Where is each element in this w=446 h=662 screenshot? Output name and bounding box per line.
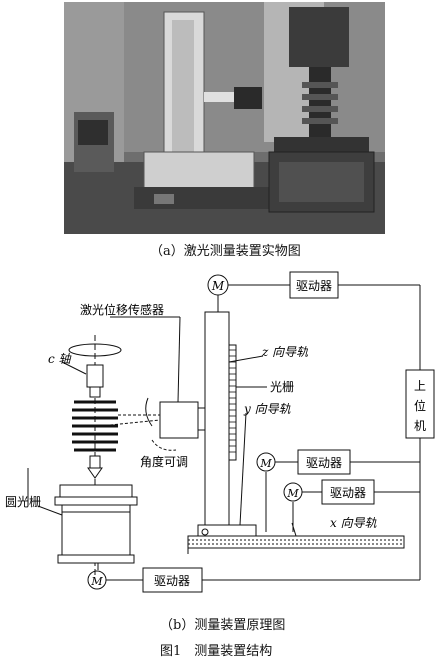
svg-text:M: M bbox=[90, 575, 103, 588]
host-computer-box: 上 位 机 bbox=[405, 369, 435, 439]
y-rail-carriage bbox=[197, 524, 257, 538]
label-circular-grating: 圆光栅 bbox=[5, 494, 41, 509]
svg-text:M: M bbox=[259, 457, 272, 470]
driver-box-top: 驱动器 bbox=[289, 271, 339, 299]
svg-text:机: 机 bbox=[414, 419, 426, 433]
label-z-rail: z 向导轨 bbox=[261, 345, 308, 359]
motor-top: M bbox=[207, 274, 229, 296]
svg-text:驱动器: 驱动器 bbox=[296, 279, 332, 293]
label-laser-sensor: 激光位移传感器 bbox=[80, 302, 164, 317]
label-c-axis: c 轴 bbox=[48, 352, 73, 366]
caption-b: （b）测量装置原理图 bbox=[160, 618, 286, 633]
grating-strip bbox=[228, 344, 237, 461]
driver-box-mid2: 驱动器 bbox=[321, 479, 375, 505]
motor-x: M bbox=[283, 482, 303, 502]
figure-caption: 图1 测量装置结构 bbox=[160, 644, 273, 659]
label-grating: 光栅 bbox=[270, 379, 294, 394]
caption-a: （a）激光测量装置实物图 bbox=[150, 244, 301, 259]
motor-y: M bbox=[256, 452, 276, 472]
label-angle-adjust: 角度可调 bbox=[140, 454, 188, 469]
svg-text:位: 位 bbox=[414, 398, 426, 413]
svg-text:驱动器: 驱动器 bbox=[154, 574, 190, 588]
driver-box-bottom: 驱动器 bbox=[142, 567, 203, 593]
motor-c: M bbox=[87, 570, 107, 590]
workpiece-assembly bbox=[54, 335, 138, 580]
svg-text:驱动器: 驱动器 bbox=[330, 486, 366, 500]
svg-text:M: M bbox=[211, 279, 225, 293]
apparatus-photo bbox=[64, 2, 385, 234]
x-rail bbox=[187, 535, 405, 549]
svg-text:驱动器: 驱动器 bbox=[306, 456, 342, 470]
svg-text:上: 上 bbox=[414, 379, 426, 393]
svg-text:M: M bbox=[286, 487, 299, 500]
z-rail-column bbox=[204, 311, 230, 533]
label-y-rail: y 向导轨 bbox=[243, 402, 291, 416]
driver-box-mid1: 驱动器 bbox=[297, 449, 351, 475]
schematic-diagram: M M M M 驱动器 驱动器 驱动器 驱动器 上 位 机 bbox=[5, 271, 435, 593]
label-x-rail: x 向导轨 bbox=[330, 516, 377, 530]
angle-arrow-lower bbox=[151, 439, 177, 451]
angle-arrow-upper bbox=[145, 397, 153, 427]
laser-sensor-head bbox=[109, 401, 206, 439]
